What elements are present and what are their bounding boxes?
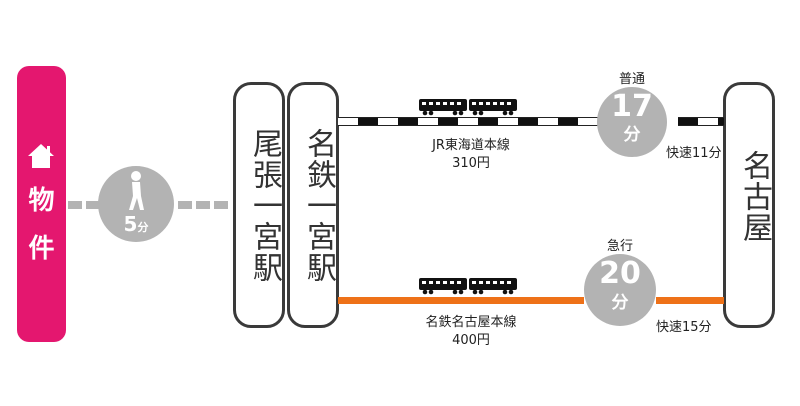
- jr-minutes: 17: [611, 89, 653, 124]
- jr-line: [678, 117, 724, 126]
- jr-unit: 分: [623, 125, 641, 145]
- house-icon: [28, 144, 54, 168]
- station-name: 名古屋: [737, 150, 772, 243]
- station-meitetsu-ichinomiya[interactable]: [287, 82, 339, 328]
- meitetsu-time-circle: [584, 254, 656, 326]
- walk-path-dash: [68, 201, 82, 209]
- train-icon: [419, 278, 517, 295]
- property-label: 物: [28, 186, 55, 216]
- walk-path-dash: [214, 201, 228, 209]
- jr-rapid-note: 快速11分: [666, 146, 722, 161]
- meitetsu-rapid-note: 快速15分: [656, 320, 712, 335]
- meitetsu-unit: 分: [611, 293, 629, 313]
- meitetsu-fare: 400円: [452, 333, 490, 348]
- meitetsu-service-type: 急行: [606, 239, 634, 254]
- jr-service-type: 普通: [618, 72, 646, 87]
- meitetsu-minutes: 20: [599, 256, 641, 291]
- station-name: 尾張一宮駅: [247, 128, 282, 283]
- station-nagoya[interactable]: [723, 82, 775, 328]
- walk-path-dash: [196, 201, 210, 209]
- station-name: 名鉄一宮駅: [301, 128, 336, 283]
- station-owari-ichinomiya[interactable]: [233, 82, 285, 328]
- property-bar: [17, 66, 66, 342]
- meitetsu-line: [656, 297, 724, 304]
- walk-path-dash: [178, 201, 192, 209]
- walk-unit: 分: [137, 221, 149, 234]
- meitetsu-line: [338, 297, 584, 304]
- walk-path-dash: [86, 201, 100, 209]
- jr-fare: 310円: [452, 156, 490, 171]
- meitetsu-line-name: 名鉄名古屋本線: [425, 315, 517, 330]
- walk-time: 5分: [98, 212, 174, 236]
- train-icon: [419, 99, 517, 116]
- walk-minutes: 5: [123, 212, 138, 236]
- jr-line: [338, 117, 603, 126]
- property-label: 件: [28, 234, 55, 264]
- walking-person-icon: [129, 171, 144, 210]
- jr-time-circle: [597, 87, 667, 157]
- jr-line-name: JR東海道本線: [432, 138, 510, 153]
